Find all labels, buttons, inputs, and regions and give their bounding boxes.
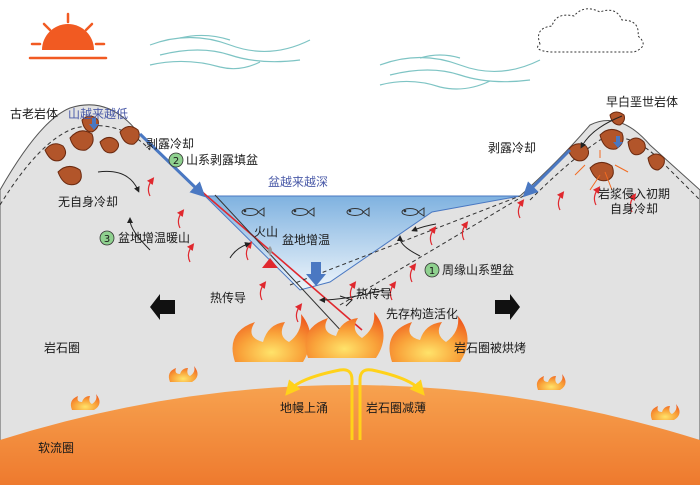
extension-arrow-right-icon (495, 294, 520, 320)
label-lithosphere: 岩石圈 (44, 340, 80, 355)
label-heat-conduction-left: 热传导 (210, 290, 246, 305)
label-mountain-fill-basin: 山系剥露填盆 (186, 153, 258, 167)
sun-icon (28, 12, 108, 60)
label-magma-intrusion-1: 岩浆侵入初期 (598, 186, 670, 201)
label-basin-heats-mountain: 盆地增温暖山 (118, 231, 190, 245)
label-exhumation-cooling-left: 剥露冷却 (146, 137, 194, 151)
heat-arrows (146, 177, 637, 323)
svg-text:1: 1 (429, 266, 435, 277)
ancient-rock-bodies (44, 115, 140, 186)
fish-icons (241, 207, 425, 217)
svg-text:3: 3 (104, 234, 110, 245)
badge-one: 1 (424, 262, 440, 278)
badge-two: 2 (168, 152, 184, 168)
detachment-line-2 (289, 195, 521, 286)
volcano-icon (262, 246, 278, 268)
fault-line-main (199, 189, 363, 331)
label-magma-intrusion-2: 自身冷却 (610, 201, 658, 216)
extension-arrow-left-icon (150, 294, 175, 320)
label-basin-warming: 盆地增温 (282, 233, 330, 247)
label-lithosphere-thinning: 岩石圈减薄 (366, 400, 426, 415)
former-profile-right (529, 137, 700, 201)
badge-three: 3 (99, 230, 115, 246)
mantle-upwelling-arrows (285, 368, 425, 440)
label-mantle-upwelling: 地幔上涌 (280, 400, 328, 415)
wind-left-icon (149, 34, 311, 70)
wind-right-icon (379, 54, 541, 90)
label-peripheral-mountain: 周缘山系塑盆 (442, 262, 514, 277)
label-exhumation-cooling-right: 剥露冷却 (488, 141, 536, 155)
black-arrows (97, 115, 623, 307)
label-volcano: 火山 (254, 225, 278, 239)
label-asthenosphere: 软流圈 (38, 441, 74, 455)
label-basin-deeper: 盆越来越深 (268, 175, 328, 189)
blue-down-arrow-icon (306, 262, 326, 286)
label-lithosphere-baked: 岩石圈被烘烤 (454, 340, 526, 355)
label-early-cretaceous-rock: 早白垩世岩体 (606, 94, 678, 109)
label-ancient-rock: 古老岩体 (10, 106, 58, 121)
svg-text:2: 2 (173, 156, 179, 167)
exhumation-arrow-right-icon (522, 148, 572, 198)
basin-water (203, 195, 521, 291)
fault-line-dark (214, 194, 346, 336)
label-self-cooling: 无自身冷却 (58, 194, 118, 209)
blue-small-arrow-left-icon (89, 118, 99, 130)
label-preexisting-structure: 先存构造活化 (386, 306, 458, 321)
detachment-line (339, 194, 526, 306)
blue-small-arrow-right-icon (613, 136, 623, 148)
small-flame-icons (70, 366, 680, 420)
asthenosphere-dome (0, 385, 700, 485)
label-heat-conduction-right: 热传导 (356, 286, 392, 301)
label-mountain-lower: 山越来越低 (68, 107, 128, 121)
cloud-icon (537, 8, 644, 53)
large-flame-icons (232, 312, 468, 362)
magma-burst-icon (574, 150, 629, 191)
